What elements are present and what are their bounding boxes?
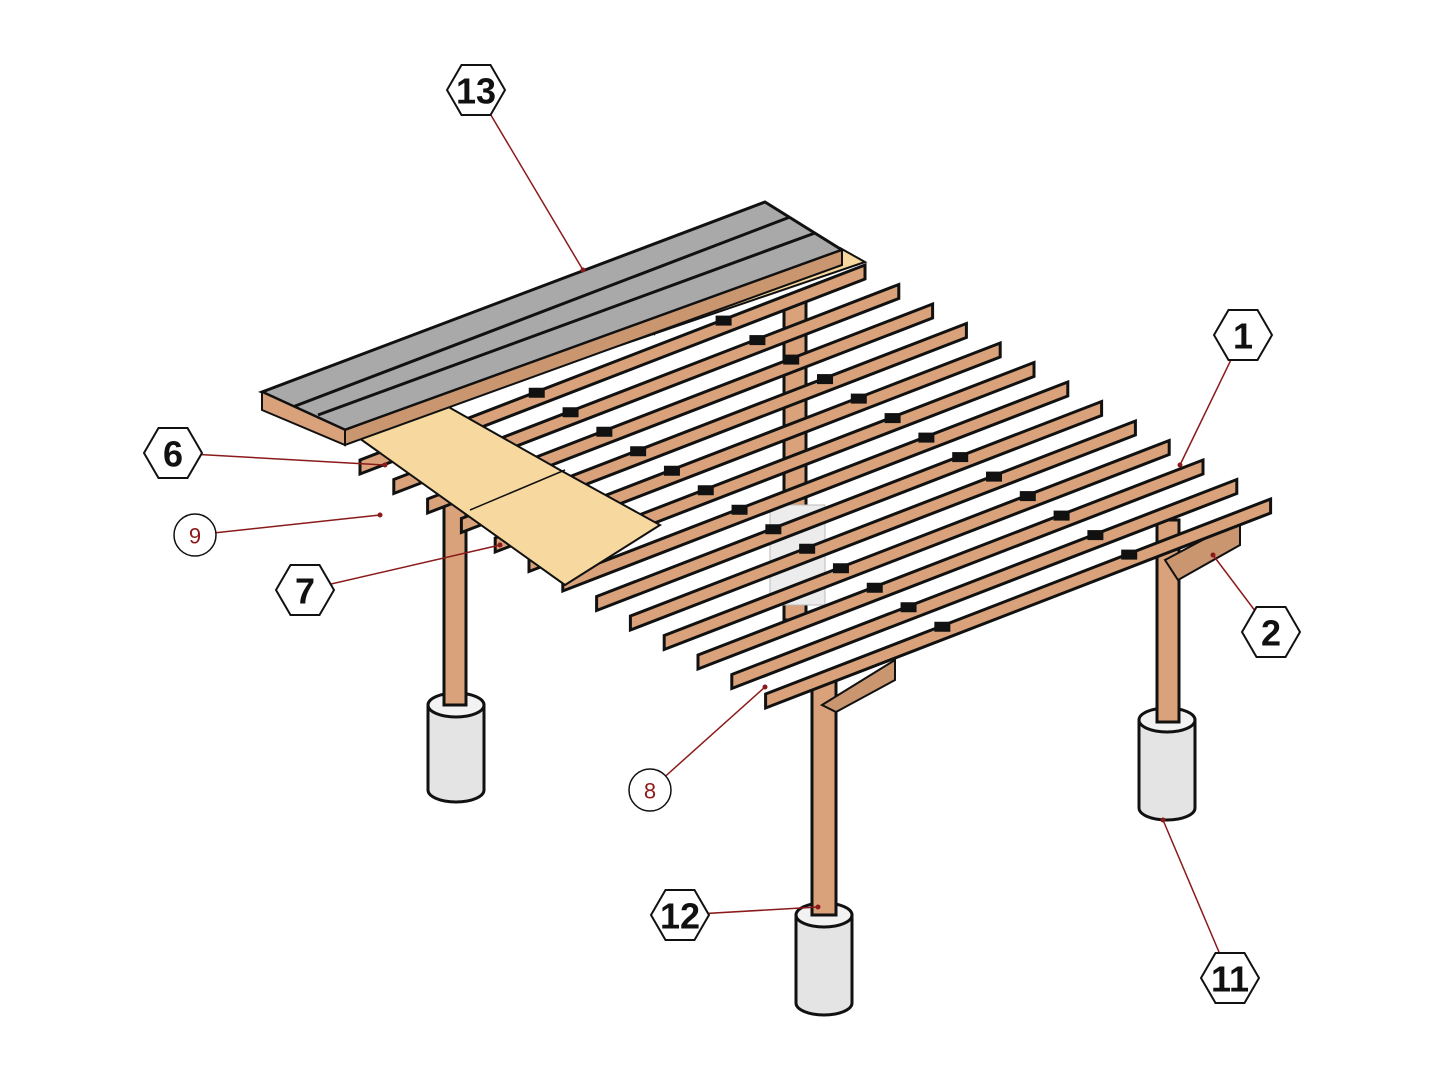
callout-2: 2 [1210, 552, 1302, 658]
callout-number: 2 [1261, 613, 1281, 654]
callout-7: 7 [274, 542, 503, 616]
rafter-hanger [731, 504, 748, 515]
rafter-hanger [934, 621, 951, 632]
leader-dot [1160, 817, 1166, 823]
concrete-pier [426, 703, 486, 804]
leader-line [194, 514, 381, 536]
rafter-hanger [900, 602, 917, 613]
leader-dot [1210, 552, 1216, 558]
callout-12: 12 [649, 889, 821, 941]
callout-1: 1 [1177, 309, 1274, 468]
rafter-hanger [832, 563, 849, 574]
structure [258, 200, 1273, 1017]
rafter-hanger [663, 465, 680, 476]
rafter [662, 438, 1171, 652]
plywood-seam [469, 469, 566, 511]
left-post-assembly [426, 498, 486, 804]
callout-9: 9 [173, 512, 383, 557]
callouts: 13 1 6 9 7 2 8 12 11 [142, 64, 1302, 1004]
roof-sheet-seam [289, 215, 791, 410]
rafter-hanger [783, 354, 800, 365]
callout-number: 8 [644, 779, 656, 804]
hexagon-badge [1212, 309, 1274, 361]
leader-dot [762, 684, 768, 690]
rafter [561, 379, 1070, 594]
rafter [493, 340, 1002, 555]
rafter-hanger [562, 407, 579, 418]
rafter-hanger [697, 485, 714, 496]
rafter-hanger [1121, 549, 1138, 560]
roof-edge [344, 248, 843, 447]
rafter-hanger [630, 446, 647, 457]
callout-6: 6 [142, 427, 388, 479]
rafter [527, 360, 1036, 574]
rafter-hanger [765, 524, 782, 535]
post [810, 678, 838, 917]
rafter [459, 321, 968, 535]
callout-number: 13 [456, 71, 496, 112]
rafter-hanger [986, 471, 1002, 482]
concrete-pier [794, 913, 854, 1017]
callout-number: 6 [163, 434, 183, 475]
rafters [358, 262, 1273, 711]
callout-number: 9 [189, 524, 201, 549]
right-post-assembly [1137, 518, 1241, 822]
hexagon-badge [142, 427, 204, 479]
rafter-hanger [596, 426, 613, 437]
callout-11: 11 [1160, 817, 1261, 1004]
hexagon-badge [1240, 606, 1302, 658]
rafter-hanger [749, 335, 766, 346]
circle-badge [173, 513, 217, 557]
rafter-hanger [952, 452, 969, 463]
rafter-hanger [817, 374, 833, 385]
rafter-hanger [1019, 491, 1036, 502]
rafter-hanger [866, 582, 883, 593]
leader-dot [815, 904, 821, 910]
rafter-hanger [715, 315, 732, 326]
rafter-hanger [918, 432, 935, 443]
rafter [392, 282, 901, 496]
leader-dot [1177, 462, 1183, 468]
callout-13: 13 [445, 64, 586, 273]
rafter [628, 418, 1137, 633]
rafter [764, 496, 1273, 711]
rafter [595, 399, 1104, 613]
hexagon-badge [445, 64, 507, 116]
leader-line [1162, 819, 1231, 979]
rafter [696, 457, 1205, 672]
leader-line [475, 89, 584, 271]
hexagon-badge [274, 564, 336, 616]
rafter-hanger [850, 393, 867, 404]
callout-number: 12 [660, 896, 700, 937]
leader-dot [377, 512, 383, 518]
rafter-hanger [528, 387, 545, 398]
callout-number: 1 [1233, 316, 1253, 357]
leader-line [304, 544, 501, 591]
hexagon-badge [1199, 952, 1261, 1004]
leader-line [649, 686, 766, 791]
callout-number: 11 [1211, 959, 1249, 1000]
rafter [426, 301, 935, 516]
rafter-hanger [1087, 530, 1104, 541]
front-post-assembly [794, 658, 896, 1017]
rafter-hanger [884, 413, 901, 424]
circle-badge [628, 768, 672, 812]
concrete-pier [1137, 718, 1197, 822]
leader-dot [382, 462, 388, 468]
rafter-hanger [1053, 510, 1070, 521]
roof-sheet-seam [317, 231, 816, 417]
callout-8: 8 [628, 684, 768, 812]
rafter [730, 477, 1239, 691]
knee-brace [819, 658, 896, 714]
rafter [358, 262, 867, 477]
leader-line [172, 452, 386, 466]
callout-number: 7 [295, 571, 315, 612]
rafter-hanger [799, 543, 816, 554]
leader-dot [580, 267, 586, 273]
hexagon-badge [649, 889, 711, 941]
leader-dot [497, 542, 503, 548]
